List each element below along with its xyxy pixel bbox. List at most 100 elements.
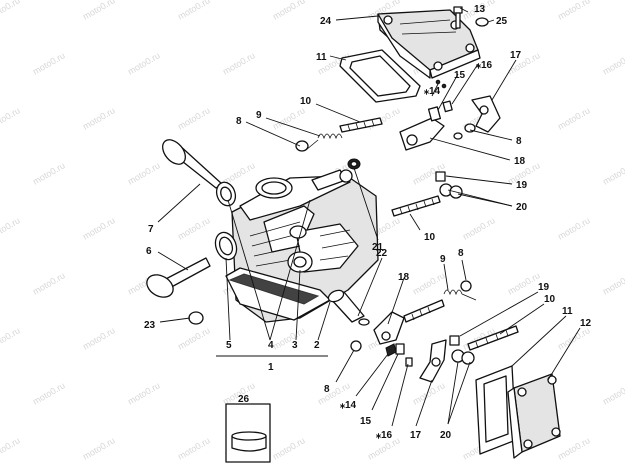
callout-18-top: 18 xyxy=(514,156,526,167)
watermark-text: moto0.ru xyxy=(81,325,117,351)
watermark-text: moto0.ru xyxy=(366,105,402,131)
callout-1: 1 xyxy=(268,362,274,373)
collets-15-16-top xyxy=(427,79,453,122)
cover-gasket-11-bottom xyxy=(475,365,517,455)
plug-25 xyxy=(475,17,489,27)
callout-22: 22 xyxy=(376,248,388,259)
watermark-text: moto0.ru xyxy=(0,0,22,22)
callout-15-bottom: 15 xyxy=(360,416,372,427)
callout-7: 7 xyxy=(148,224,154,235)
watermark-text: moto0.ru xyxy=(176,215,212,241)
side-cover-12 xyxy=(507,373,561,459)
watermark-text: moto0.ru xyxy=(461,215,497,241)
callout-17-bottom: 17 xyxy=(410,430,422,441)
callout-14-bottom: ⁎14 xyxy=(340,400,357,411)
watermark-text: moto0.ru xyxy=(126,380,162,406)
callout-6: 6 xyxy=(146,246,152,257)
callout-20-top: 20 xyxy=(516,202,528,213)
callout-labels: 24 13 25 11 17 15 ⁎16 ⁎14 10 9 8 8 18 19… xyxy=(144,4,592,441)
callout-10-bottom: 10 xyxy=(544,294,556,305)
watermark-text: moto0.ru xyxy=(601,270,625,296)
watermark-text: moto0.ru xyxy=(411,270,447,296)
callout-14-top: ⁎14 xyxy=(424,86,441,97)
watermark-text: moto0.ru xyxy=(176,0,212,22)
bolt-13 xyxy=(453,6,463,29)
leader-lines xyxy=(157,7,581,427)
watermark-text: moto0.ru xyxy=(221,50,257,76)
spring-9-lower xyxy=(443,289,477,301)
callout-12: 12 xyxy=(580,318,592,329)
watermark-text: moto0.ru xyxy=(271,325,307,351)
watermark-text: moto0.ru xyxy=(176,435,212,461)
callout-10-top: 10 xyxy=(300,96,312,107)
watermark-text: moto0.ru xyxy=(31,160,67,186)
callout-4: 4 xyxy=(268,340,274,351)
callout-23: 23 xyxy=(144,320,156,331)
rocker-shaft-10-bottom-left xyxy=(403,299,445,323)
spring-9-upper xyxy=(295,133,343,152)
valve-7 xyxy=(162,139,223,189)
watermark-text: moto0.ru xyxy=(81,0,117,22)
watermark-text: moto0.ru xyxy=(126,50,162,76)
callout-8-bottom-right: 8 xyxy=(458,248,464,259)
callout-8-bottom-left: 8 xyxy=(324,384,330,395)
callout-11-bottom: 11 xyxy=(562,306,573,317)
callout-9-top: 9 xyxy=(256,110,262,121)
watermark-text: moto0.ru xyxy=(271,105,307,131)
callout-13: 13 xyxy=(474,4,486,15)
callout-16-bottom: ⁎16 xyxy=(376,430,393,441)
watermark-text: moto0.ru xyxy=(126,160,162,186)
callout-25: 25 xyxy=(496,16,508,27)
rocker-shaft-10-bottom-right xyxy=(467,325,519,351)
watermark-text: moto0.ru xyxy=(0,435,22,461)
watermark-text: moto0.ru xyxy=(601,380,625,406)
rocker-arm-18-bottom xyxy=(373,311,405,345)
callout-15-top: 15 xyxy=(454,70,466,81)
callout-16-top: ⁎16 xyxy=(476,60,493,71)
watermark-text: moto0.ru xyxy=(556,0,592,22)
rocker-arm-17-bottom xyxy=(419,339,447,383)
watermark-text: moto0.ru xyxy=(0,105,22,131)
valve-seat-5 xyxy=(214,231,238,261)
shim-8-top-right xyxy=(453,123,476,140)
watermark-text: moto0.ru xyxy=(556,435,592,461)
cover-gasket-11-top xyxy=(339,49,421,103)
valve-cover-24 xyxy=(377,9,481,79)
watermark-text: moto0.ru xyxy=(0,325,22,351)
valve-6 xyxy=(146,257,211,298)
watermark-text: moto0.ru xyxy=(556,215,592,241)
callout-20-bottom: 20 xyxy=(440,430,452,441)
callout-9-bottom: 9 xyxy=(440,254,446,265)
callout-5: 5 xyxy=(226,340,232,351)
watermark-text: moto0.ru xyxy=(0,215,22,241)
callout-24: 24 xyxy=(320,16,332,27)
watermark-text: moto0.ru xyxy=(31,270,67,296)
watermark-text: moto0.ru xyxy=(31,380,67,406)
watermark-text: moto0.ru xyxy=(271,435,307,461)
rocker-shaft-10-lower-right xyxy=(391,195,441,217)
watermark-text: moto0.ru xyxy=(271,0,307,22)
stud-22 xyxy=(327,289,370,326)
rocker-arm-18-top xyxy=(399,117,445,151)
rocker-arm-17-top xyxy=(471,95,501,133)
valve-guide-seat-left xyxy=(215,181,237,207)
rocker-shaft-10-upper xyxy=(339,117,383,133)
shim-8-lower-right xyxy=(460,280,472,292)
callout-21: 21 xyxy=(372,242,384,253)
callout-3: 3 xyxy=(292,340,298,351)
callout-19-top: 19 xyxy=(516,180,528,191)
watermark-text: moto0.ru xyxy=(556,105,592,131)
valve-seal-21 xyxy=(347,158,361,170)
callout-17-top: 17 xyxy=(510,50,522,61)
watermark-text: moto0.ru xyxy=(601,160,625,186)
watermark-text: moto0.ru xyxy=(81,435,117,461)
watermark-text: moto0.ru xyxy=(176,105,212,131)
watermark-text: moto0.ru xyxy=(601,50,625,76)
watermark-text: moto0.ru xyxy=(81,105,117,131)
callout-10-mid: 10 xyxy=(424,232,436,243)
callout-8-top-left: 8 xyxy=(236,116,242,127)
collets-14-15-16-bottom xyxy=(385,343,413,367)
callout-26: 26 xyxy=(238,394,250,405)
kit-26-box xyxy=(225,403,271,463)
